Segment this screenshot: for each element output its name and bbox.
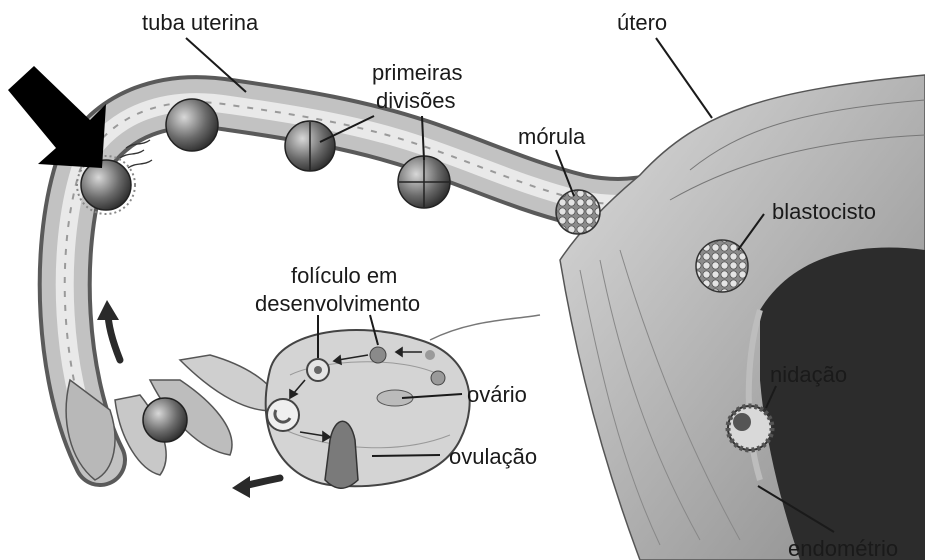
four-cell-embryo: [398, 156, 450, 208]
label-ovulacao: ovulação: [449, 444, 537, 469]
label-foliculo-1: folículo em: [291, 263, 397, 288]
curved-arrow-icon: [97, 300, 120, 360]
label-morula: mórula: [518, 124, 586, 149]
label-primeiras: primeiras: [372, 60, 462, 85]
implanting-embryo: [728, 406, 772, 450]
two-cell-embryo: [285, 121, 335, 171]
zygote: [166, 99, 218, 151]
fertilized-egg: [81, 160, 131, 210]
ovulated-egg: [143, 398, 187, 442]
label-tuba-uterina: tuba uterina: [142, 10, 259, 35]
label-endometrio: endométrio: [788, 536, 898, 560]
label-ovario: ovário: [467, 382, 527, 407]
label-divisoes: divisões: [376, 88, 455, 113]
label-foliculo-2: desenvolvimento: [255, 291, 420, 316]
curved-arrow-icon: [232, 476, 280, 498]
morula: [556, 190, 600, 234]
label-utero: útero: [617, 10, 667, 35]
label-blastocisto: blastocisto: [772, 199, 876, 224]
label-nidacao: nidação: [770, 362, 847, 387]
